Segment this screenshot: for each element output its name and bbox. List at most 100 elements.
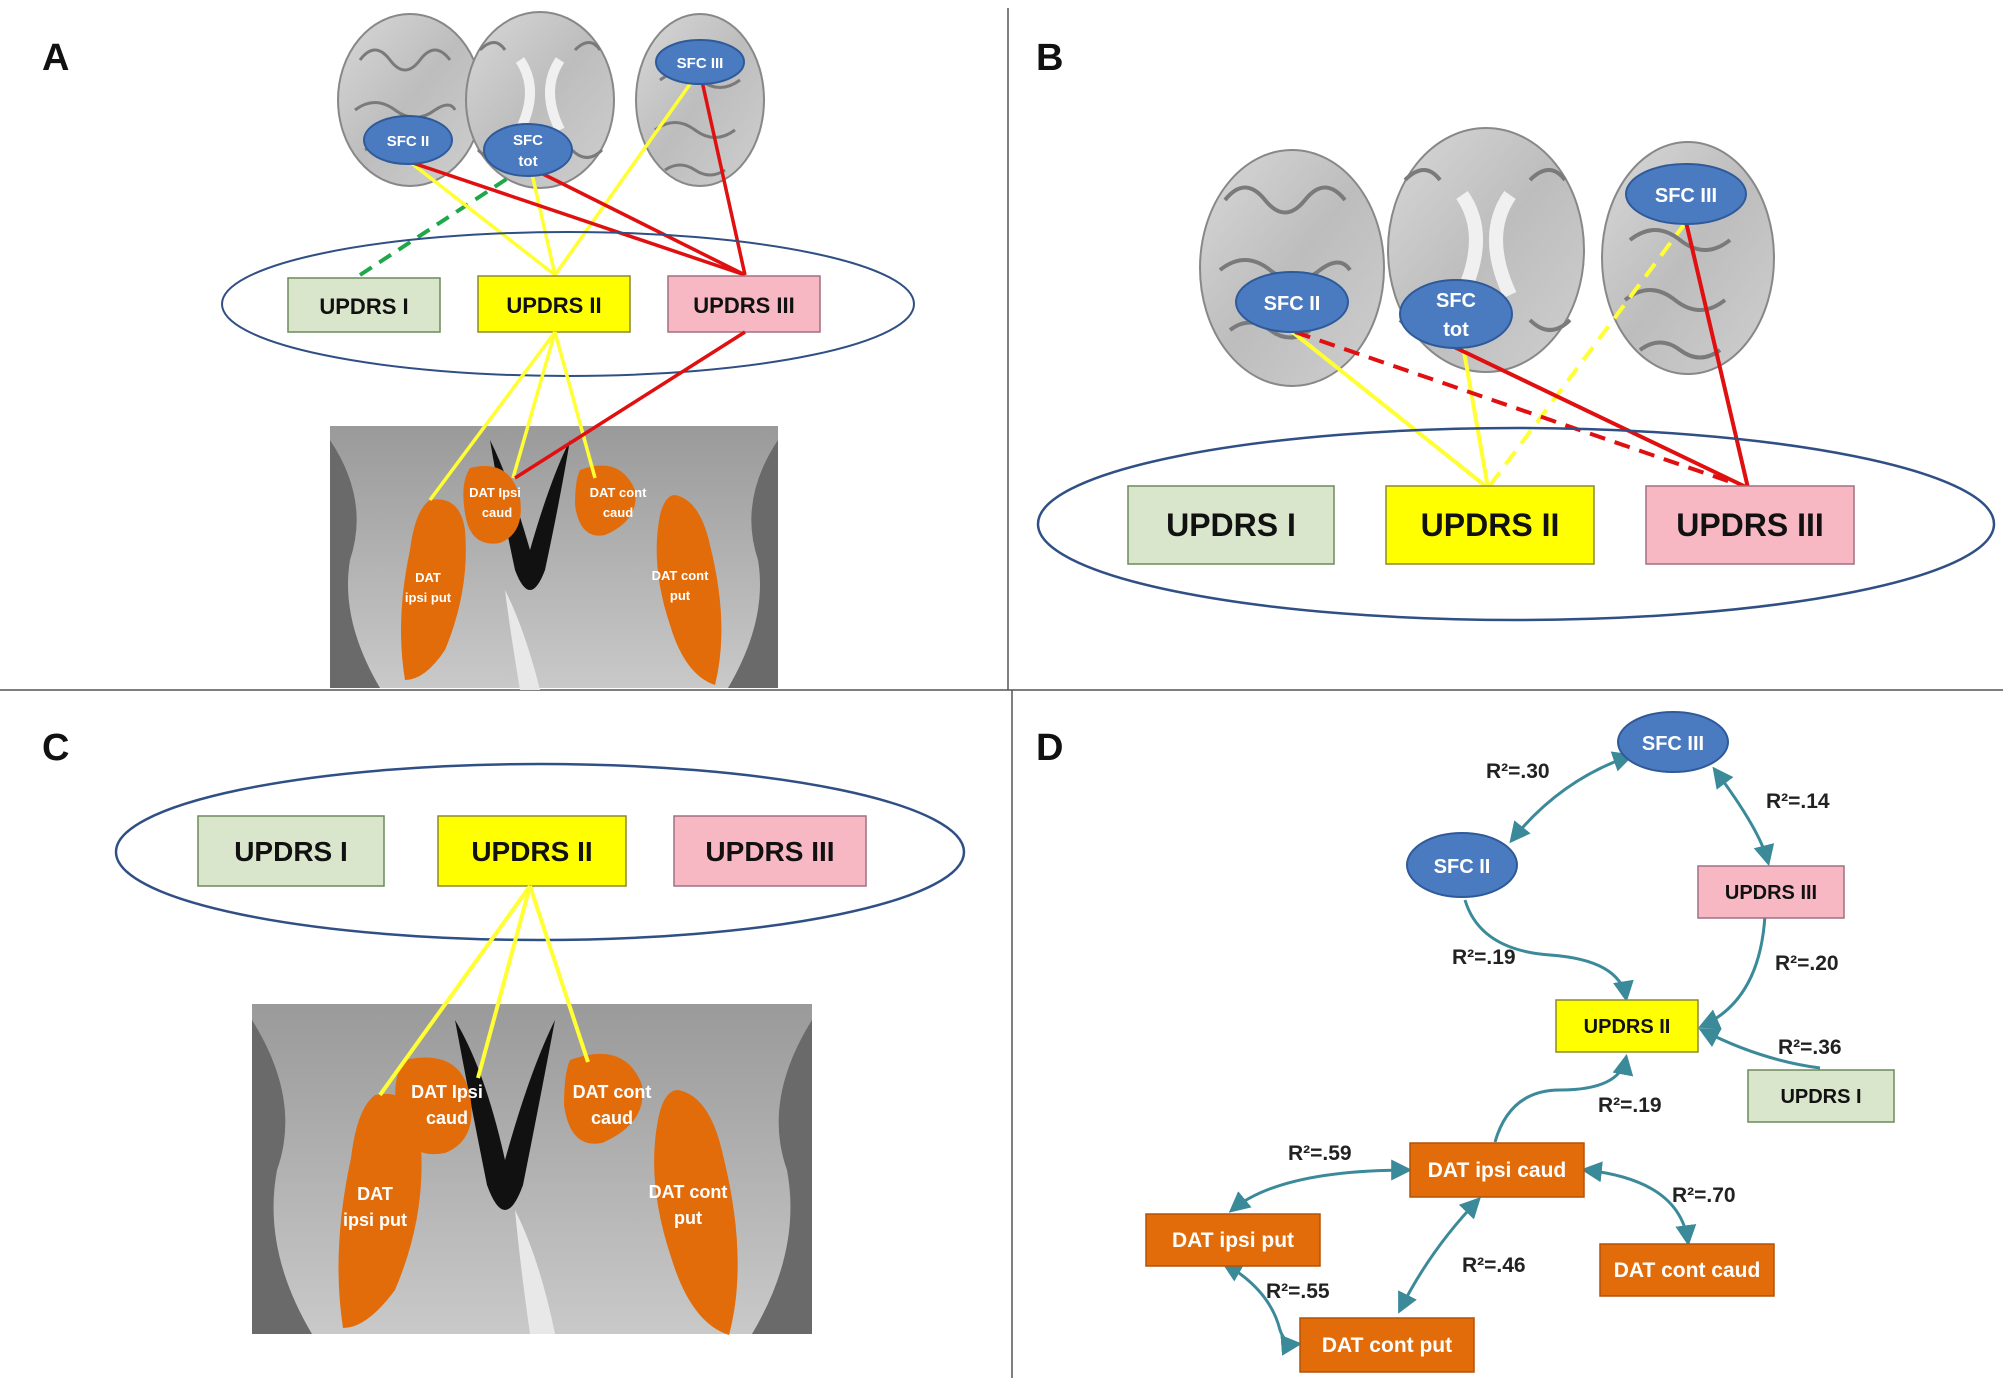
- dat-label: DAT: [357, 1184, 393, 1204]
- green-dashed-line: [358, 163, 530, 277]
- yellow-line: [378, 884, 532, 1097]
- node-sfc-iii: SFC III: [1617, 711, 1729, 773]
- arrow-updrs3-updrs2: [1698, 914, 1767, 1029]
- sfc-node-label: SFC II: [1264, 293, 1321, 315]
- yellow-line: [1460, 339, 1490, 489]
- updrs-box-ii: UPDRS II: [437, 815, 627, 887]
- r2-label: R²=.19: [1598, 1094, 1662, 1117]
- panel-a: A SFC II SFC tot: [42, 11, 915, 690]
- dat-label: DAT cont: [649, 1182, 728, 1202]
- node-sfc-ii: SFC II: [1406, 832, 1518, 898]
- panel-c: C UPDRS I UPDRS II UPDRS III DAT Ipsi ca…: [42, 727, 966, 1335]
- updrs-box-i: UPDRS I: [1127, 485, 1335, 565]
- sfc-node-ii: SFC II: [1235, 271, 1349, 333]
- panel-c-mri-striatum: DAT Ipsi caud DAT cont caud DAT ipsi put…: [252, 1004, 812, 1335]
- brain-fold-icon: [1398, 168, 1572, 332]
- updrs-label: UPDRS II: [506, 293, 601, 318]
- dat-label: caud: [426, 1108, 468, 1128]
- node-label: UPDRS I: [1780, 1086, 1861, 1108]
- arrow-datic-updrs2: [1493, 1053, 1634, 1143]
- updrs-label: UPDRS III: [1676, 507, 1824, 543]
- brain-fold-icon: [476, 41, 604, 159]
- updrs-box-ii: UPDRS II: [477, 275, 631, 333]
- node-label: SFC II: [1434, 856, 1491, 878]
- updrs-label: UPDRS II: [1421, 507, 1560, 543]
- dat-label: ipsi put: [405, 590, 452, 605]
- r2-label: R²=.46: [1462, 1254, 1526, 1277]
- arrow-updrs1-updrs2: [1698, 1028, 1821, 1070]
- dat-cont-put-region: [656, 495, 722, 685]
- dat-label: caud: [482, 505, 512, 520]
- panel-c-letter: C: [42, 727, 69, 769]
- dat-cont-put-region: [654, 1090, 738, 1335]
- panel-a-mri-striatum: DAT Ipsi caud DAT cont caud DAT ipsi put…: [330, 426, 778, 690]
- updrs-label: UPDRS I: [1166, 507, 1296, 543]
- arrow-sfc2-sfc3: [1509, 751, 1634, 844]
- node-updrs-iii: UPDRS III: [1697, 865, 1845, 919]
- yellow-line: [476, 885, 532, 1079]
- yellow-line: [511, 331, 557, 479]
- yellow-line: [428, 330, 557, 502]
- r2-label: R²=.59: [1288, 1142, 1352, 1165]
- updrs-group-ellipse: [1036, 426, 1996, 622]
- node-dat-ipsi-put: DAT ipsi put: [1145, 1213, 1321, 1267]
- updrs-box-iii: UPDRS III: [1645, 485, 1855, 565]
- sfc-node-label: tot: [518, 153, 537, 170]
- updrs-box-ii: UPDRS II: [1385, 485, 1595, 565]
- dat-label: ipsi put: [343, 1210, 407, 1230]
- sfc-node-tot: SFC tot: [1399, 279, 1513, 349]
- r2-label: R²=.20: [1775, 952, 1839, 975]
- sfc-node-ii: SFC II: [363, 115, 453, 165]
- sfc-node-label: SFC III: [677, 55, 724, 72]
- dat-cont-caud-region: [564, 1053, 643, 1144]
- updrs-label: UPDRS I: [234, 836, 348, 867]
- arrow-sfc3-updrs3: [1712, 766, 1775, 867]
- panel-d: D SFC III SFC II UPDRS III: [1036, 711, 1895, 1373]
- arrow-datic-datcc: [1580, 1161, 1697, 1247]
- node-dat-cont-put: DAT cont put: [1299, 1317, 1475, 1373]
- updrs-label: UPDRS III: [693, 293, 794, 318]
- panel-d-arrows: [1221, 751, 1821, 1356]
- node-label: UPDRS II: [1584, 1016, 1671, 1038]
- yellow-line: [528, 164, 557, 276]
- r2-label: R²=.14: [1766, 790, 1830, 813]
- red-line: [514, 330, 746, 480]
- sfc-node-iii: SFC III: [655, 39, 745, 85]
- dat-label: put: [674, 1208, 702, 1228]
- dat-label: DAT cont: [652, 568, 709, 583]
- panel-b-letter: B: [1036, 37, 1063, 79]
- updrs-box-iii: UPDRS III: [673, 815, 867, 887]
- updrs-box-iii: UPDRS III: [667, 275, 821, 333]
- yellow-line: [553, 331, 597, 479]
- brain-ventricle-icon: [515, 57, 565, 133]
- sfc-node-iii: SFC III: [1625, 163, 1747, 225]
- arrow-datic-datip: [1228, 1159, 1413, 1213]
- sfc-node-label: tot: [1443, 319, 1469, 341]
- yellow-line: [553, 68, 702, 277]
- dat-label: DAT Ipsi: [411, 1082, 483, 1102]
- dat-ipsi-caud-region: [463, 466, 521, 544]
- updrs-box-i: UPDRS I: [287, 277, 441, 333]
- node-dat-ipsi-caud: DAT ipsi caud: [1409, 1142, 1585, 1198]
- yellow-line: [528, 885, 590, 1063]
- sfc-node-label: SFC III: [1655, 185, 1717, 207]
- arrow-datic-datcp: [1398, 1196, 1481, 1314]
- node-dat-cont-caud: DAT cont caud: [1599, 1243, 1775, 1297]
- node-label: DAT cont put: [1322, 1334, 1452, 1357]
- panel-b-connections: [1288, 220, 1750, 490]
- node-updrs-i: UPDRS I: [1747, 1069, 1895, 1123]
- brain-slice-icon: [1199, 149, 1385, 387]
- yellow-line: [1288, 328, 1490, 490]
- dat-label: put: [670, 588, 691, 603]
- arrow-datip-datcp: [1221, 1261, 1303, 1356]
- node-updrs-ii: UPDRS II: [1555, 999, 1699, 1053]
- dat-label: caud: [603, 505, 633, 520]
- r2-label: R²=.30: [1486, 760, 1550, 783]
- yellow-line: [408, 160, 557, 277]
- node-label: DAT cont caud: [1614, 1259, 1761, 1282]
- dat-label: caud: [591, 1108, 633, 1128]
- sfc-node-label: SFC: [1436, 290, 1476, 312]
- dat-ipsi-put-region: [338, 1093, 422, 1328]
- node-label: DAT ipsi put: [1172, 1229, 1294, 1252]
